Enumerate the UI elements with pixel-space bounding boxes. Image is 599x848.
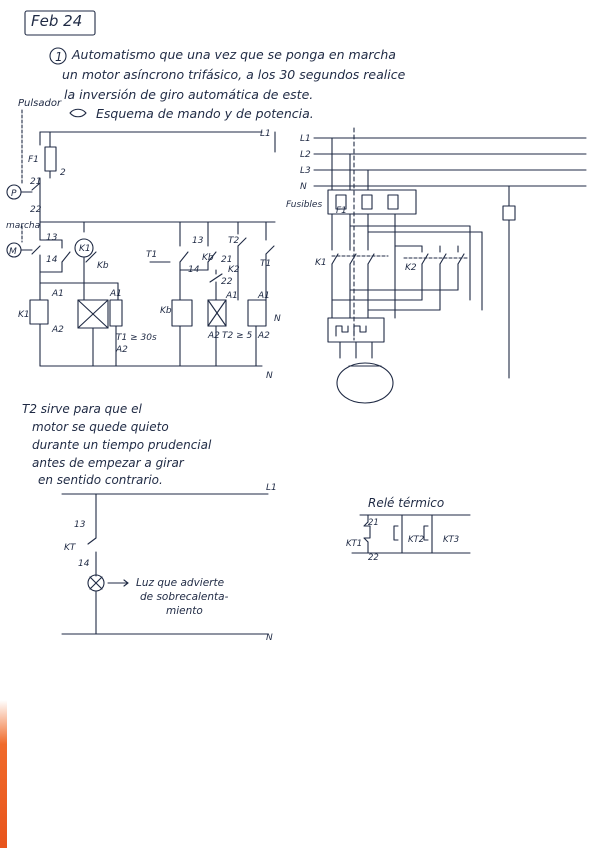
k2-timer-coil: [207, 299, 227, 327]
label-marcha: marcha: [6, 221, 41, 231]
note-line-5: en sentido contrario.: [38, 473, 163, 487]
subheading: Esquema de mando y de potencia.: [96, 106, 314, 121]
warning-line-1: Luz que advierte: [136, 577, 225, 589]
kb-coil-label: Kb: [160, 306, 172, 316]
a2-low-label: A2: [115, 345, 128, 355]
n22-label: 22: [221, 277, 233, 287]
power-n-label: N: [300, 182, 307, 192]
stop-21-label: 21: [30, 177, 41, 187]
label-pulsador: Pulsador: [18, 98, 62, 109]
n14b-label: 14: [188, 265, 200, 275]
note-line-1: T2 sirve para que el: [22, 402, 142, 416]
power-labels: L1 L2 L3 N Fusibles F1 K1 K2: [286, 134, 417, 273]
warning-line-2: de sobrecalenta-: [140, 591, 229, 603]
orange-edge-mark: [0, 700, 7, 848]
a2-label: A2: [51, 325, 64, 335]
n13b-label: 13: [192, 236, 204, 246]
subheading-bullet-icon: [69, 108, 87, 118]
warning-line-3: miento: [166, 605, 203, 617]
power-l1-label: L1: [300, 134, 311, 144]
power-f1-label: F1: [336, 206, 347, 216]
power-fuse-block: [327, 189, 417, 215]
stop-22-label: 22: [30, 205, 42, 215]
statement-line-3: la inversión de giro automática de este.: [64, 87, 314, 102]
t2-timer-coil: [247, 299, 267, 327]
lamp-labels: L1 N 13 KT 14: [64, 483, 277, 643]
statement-line-1: Automatismo que una vez que se ponga en …: [72, 47, 396, 62]
power-k2-label: K2: [405, 263, 417, 273]
p-symbol-label: P: [11, 189, 17, 199]
lamp-l1-label: L1: [266, 483, 277, 493]
thermal-relay-title: Relé térmico: [368, 496, 445, 510]
t2-timer-label: T2 ≥ 5: [222, 331, 252, 341]
control-labels: L1 F1 2 21 22 P M 13 14 K1 Kb A1 A1 K1 A…: [9, 129, 281, 381]
m-symbol-label: M: [9, 247, 17, 257]
lamp-n-label: N: [266, 633, 273, 643]
a1-right-label: A1: [109, 289, 122, 299]
t1-right-label: T1: [260, 259, 271, 269]
date-box-label: Feb 24: [31, 12, 83, 30]
start-13-label: 13: [46, 233, 58, 243]
tr-kt1-label: KT1: [346, 539, 362, 549]
power-l2-label: L2: [300, 150, 311, 160]
note-line-2: motor se quede quieto: [32, 420, 169, 434]
k2-contact-label: K2: [228, 265, 240, 275]
control-n-right-label: N: [274, 314, 281, 324]
power-k1-label: K1: [315, 258, 327, 268]
lamp-circuit: [61, 493, 269, 635]
control-l1-label: L1: [260, 129, 271, 139]
a2c-label: A2: [257, 331, 270, 341]
note-line-4: antes de empezar a girar: [32, 456, 184, 470]
motor-icon: [336, 362, 394, 404]
tr-22-label: 22: [368, 553, 379, 563]
thermal-relay-labels: 21 KT1 22 KT2 KT3: [346, 518, 459, 563]
control-n-label: N: [266, 371, 273, 381]
kb-b-label: Kb: [202, 253, 214, 263]
question-number-circle: [49, 47, 67, 65]
k1-coil-label: K1: [18, 310, 30, 320]
power-circuit: [313, 127, 587, 404]
lamp-14-label: 14: [78, 559, 90, 569]
tr-kt2-label: KT2: [408, 535, 424, 545]
control-circuit: [6, 109, 276, 367]
a2b-label: A2: [207, 331, 220, 341]
kb-coil: [171, 299, 193, 327]
lamp-13-label: 13: [74, 520, 86, 530]
note-line-3: durante un tiempo prudencial: [32, 438, 212, 452]
k1-contact-label: K1: [79, 244, 91, 254]
lamp-kt-label: KT: [64, 543, 77, 553]
control-fuse-label: F1: [28, 155, 39, 165]
t1-timer-coil: [109, 299, 123, 327]
start-14-label: 14: [46, 255, 58, 265]
date-box: [24, 10, 96, 36]
a1c-label: A1: [257, 291, 270, 301]
t2-contact-label: T2: [228, 236, 239, 246]
thermal-relay-diagram: [351, 514, 471, 554]
t1-contact-label: T1: [146, 250, 157, 260]
tr-kt3-label: KT3: [443, 535, 459, 545]
t1-timer-label: T1 ≥ 30s: [116, 333, 157, 343]
power-l3-label: L3: [300, 166, 311, 176]
a1b-label: A1: [225, 291, 238, 301]
a1-label: A1: [51, 289, 64, 299]
fusibles-label: Fusibles: [286, 200, 322, 210]
k1-coil: [29, 299, 49, 325]
n21-label: 21: [221, 255, 232, 265]
tr-21-label: 21: [368, 518, 379, 528]
question-number: 1: [55, 50, 63, 64]
kb-contact-label: Kb: [97, 261, 109, 271]
control-fuse: [44, 146, 57, 172]
statement-line-2: un motor asíncrono trifásico, a los 30 s…: [62, 67, 406, 82]
control-fuse-2-label: 2: [60, 168, 66, 178]
